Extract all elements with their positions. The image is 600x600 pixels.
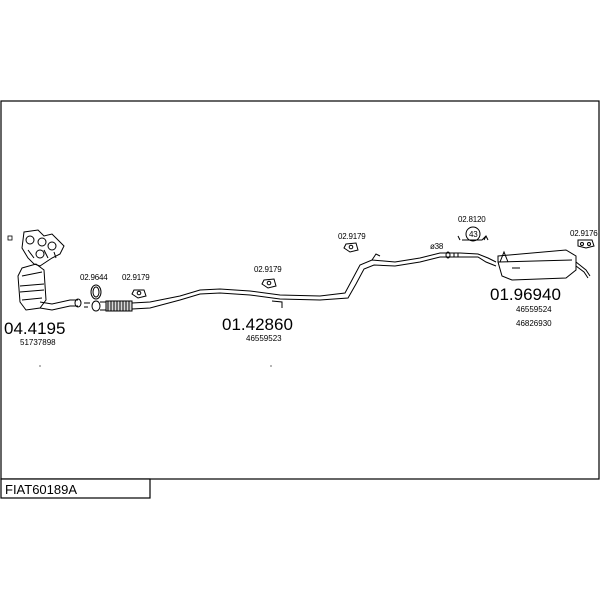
marker-dot [39, 365, 41, 367]
diagram-frame [0, 100, 600, 480]
rear-silencer [459, 249, 591, 281]
rear-mount-icon [577, 239, 595, 249]
oem-number: 46559523 [246, 334, 282, 343]
part-number: 01.96940 [490, 285, 561, 304]
fitting-code: 02.9644 [80, 273, 108, 282]
rubber-mount-icon [131, 242, 381, 299]
part-number: 01.42860 [222, 315, 293, 334]
pipe-diameter-label: ø38 [430, 242, 444, 251]
fitting-code: 02.9179 [338, 232, 366, 241]
reference-box [0, 478, 151, 499]
clamp-size-label: 43 [469, 230, 478, 239]
pipe-clamp-icon [457, 226, 489, 242]
corner-marker [7, 235, 13, 241]
gasket-fitting [84, 284, 102, 308]
marker-dot [270, 365, 272, 367]
fitting-code: 02.8120 [458, 215, 486, 224]
part-number: 04.4195 [4, 319, 65, 338]
fitting-code: 02.9176 [570, 229, 598, 238]
fitting-code: 02.9179 [254, 265, 282, 274]
fitting-code: 02.9179 [122, 273, 150, 282]
front-middle-pipe [91, 252, 460, 312]
pipe-joint [445, 251, 459, 259]
oem-number: 46826930 [516, 319, 552, 328]
oem-number: 46559524 [516, 305, 552, 314]
exhaust-manifold-catalyst [17, 229, 82, 311]
oem-number: 51737898 [20, 338, 56, 347]
reference-label: FIAT60189A [5, 482, 77, 497]
